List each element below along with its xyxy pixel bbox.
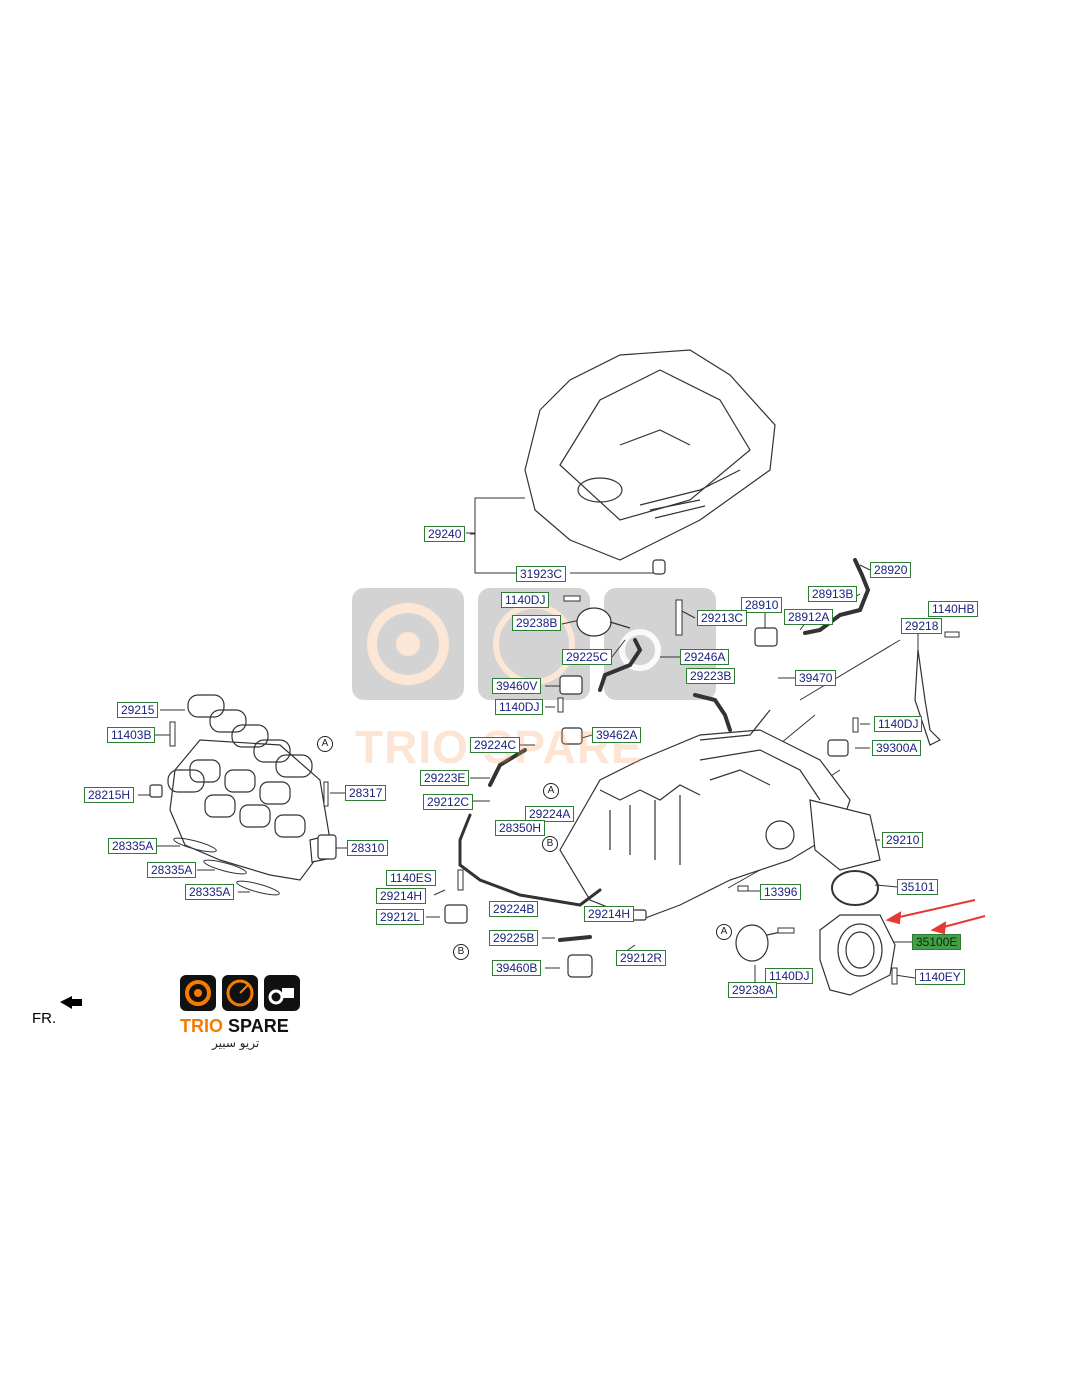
part-label-28335A[interactable]: 28335A xyxy=(185,884,235,900)
part-label-29214H[interactable]: 29214H xyxy=(584,906,635,922)
sensors-drawing xyxy=(149,559,849,978)
part-label-29223E[interactable]: 29223E xyxy=(420,770,470,786)
part-label-39462A[interactable]: 39462A xyxy=(592,727,642,743)
part-label-1140DJ[interactable]: 1140DJ xyxy=(501,592,550,608)
part-label-29246A[interactable]: 29246A xyxy=(680,649,730,665)
brand-logo-icons xyxy=(180,975,300,1011)
part-label-29240[interactable]: 29240 xyxy=(424,526,466,542)
callout-a: A xyxy=(543,783,559,799)
part-label-39470[interactable]: 39470 xyxy=(795,670,837,686)
front-orientation-label: FR. xyxy=(32,1010,57,1027)
part-label-29212R[interactable]: 29212R xyxy=(616,950,667,966)
part-label-29223B[interactable]: 29223B xyxy=(686,668,736,684)
part-label-1140DJ[interactable]: 1140DJ xyxy=(495,699,544,715)
brand-arabic-text: تريو سبير xyxy=(212,1036,260,1050)
part-label-29213C[interactable]: 29213C xyxy=(697,610,748,626)
part-label-35101[interactable]: 35101 xyxy=(897,879,939,895)
front-direction-arrow xyxy=(60,996,82,1009)
part-label-29224B[interactable]: 29224B xyxy=(489,901,539,917)
part-label-29238A[interactable]: 29238A xyxy=(728,982,778,998)
part-label-28335A[interactable]: 28335A xyxy=(108,838,158,854)
part-label-1140DJ[interactable]: 1140DJ xyxy=(874,716,923,732)
part-label-29210[interactable]: 29210 xyxy=(882,832,924,848)
part-label-28913B[interactable]: 28913B xyxy=(808,586,858,602)
part-label-1140HB[interactable]: 1140HB xyxy=(928,601,979,617)
part-label-39460B[interactable]: 39460B xyxy=(492,960,542,976)
throttle-gasket-drawing xyxy=(831,870,879,906)
part-label-1140DJ[interactable]: 1140DJ xyxy=(765,968,814,984)
part-label-29224A[interactable]: 29224A xyxy=(525,806,575,822)
part-label-11403B[interactable]: 11403B xyxy=(107,727,156,743)
brand-name-text: TRIO SPARE xyxy=(180,1016,289,1037)
callout-a: A xyxy=(317,736,333,752)
hoses-drawing xyxy=(458,558,871,942)
lower-manifold-drawing xyxy=(169,739,333,881)
part-label-31923C[interactable]: 31923C xyxy=(516,566,567,582)
part-label-28912A[interactable]: 28912A xyxy=(784,609,834,625)
intake-gaskets-drawing xyxy=(167,694,313,793)
intake-manifold-drawing xyxy=(559,709,881,921)
throttle-body-drawing xyxy=(819,914,896,996)
part-label-28335A[interactable]: 28335A xyxy=(147,862,197,878)
part-label-28920[interactable]: 28920 xyxy=(870,562,912,578)
part-label-28317[interactable]: 28317 xyxy=(345,785,387,801)
part-label-29218[interactable]: 29218 xyxy=(901,618,943,634)
part-label-1140EY[interactable]: 1140EY xyxy=(915,969,965,985)
port-gaskets-drawing xyxy=(173,837,280,896)
brand-word-spare: SPARE xyxy=(228,1016,289,1036)
part-label-28910[interactable]: 28910 xyxy=(741,597,783,613)
callout-b: B xyxy=(453,944,469,960)
highlight-arrows xyxy=(885,899,986,935)
part-label-29214H[interactable]: 29214H xyxy=(376,888,427,904)
part-label-29238B[interactable]: 29238B xyxy=(512,615,562,631)
part-label-1140ES[interactable]: 1140ES xyxy=(386,870,436,886)
bolts-drawing xyxy=(169,595,960,985)
bracket-drawing xyxy=(914,649,942,746)
part-label-39460V[interactable]: 39460V xyxy=(492,678,542,694)
part-label-29224C[interactable]: 29224C xyxy=(470,737,521,753)
part-label-28215H[interactable]: 28215H xyxy=(84,787,135,803)
part-label-29212L[interactable]: 29212L xyxy=(376,909,425,925)
actuator-drawing xyxy=(576,607,791,962)
part-label-28310[interactable]: 28310 xyxy=(347,840,389,856)
part-label-29212C[interactable]: 29212C xyxy=(423,794,474,810)
callout-b: B xyxy=(542,836,558,852)
part-label-29225B[interactable]: 29225B xyxy=(489,930,539,946)
part-label-35100E-highlighted[interactable]: 35100E xyxy=(912,934,962,950)
part-label-39300A[interactable]: 39300A xyxy=(872,740,922,756)
callout-a: A xyxy=(716,924,732,940)
part-label-13396[interactable]: 13396 xyxy=(760,884,802,900)
part-label-29225C[interactable]: 29225C xyxy=(562,649,613,665)
brand-word-trio: TRIO xyxy=(180,1016,223,1036)
part-label-28350H[interactable]: 28350H xyxy=(495,820,546,836)
engine-cover-drawing xyxy=(524,349,776,561)
part-label-29215[interactable]: 29215 xyxy=(117,702,159,718)
